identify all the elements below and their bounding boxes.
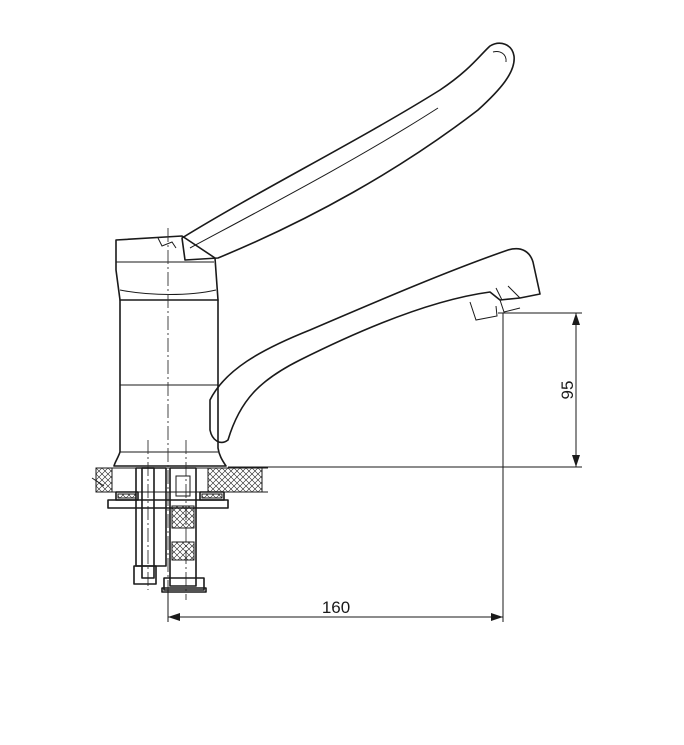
faucet-body: [113, 299, 227, 467]
mounting-hardware: [107, 467, 229, 593]
height-dimension-label: 95: [558, 381, 577, 400]
height-dimension: 95: [228, 312, 582, 468]
lever-handle: [181, 42, 515, 261]
countertop-section: [91, 467, 268, 493]
width-dimension: 160: [167, 313, 504, 622]
width-dimension-label: 160: [322, 598, 350, 617]
mixer-head: [115, 235, 219, 301]
spout: [209, 247, 541, 444]
